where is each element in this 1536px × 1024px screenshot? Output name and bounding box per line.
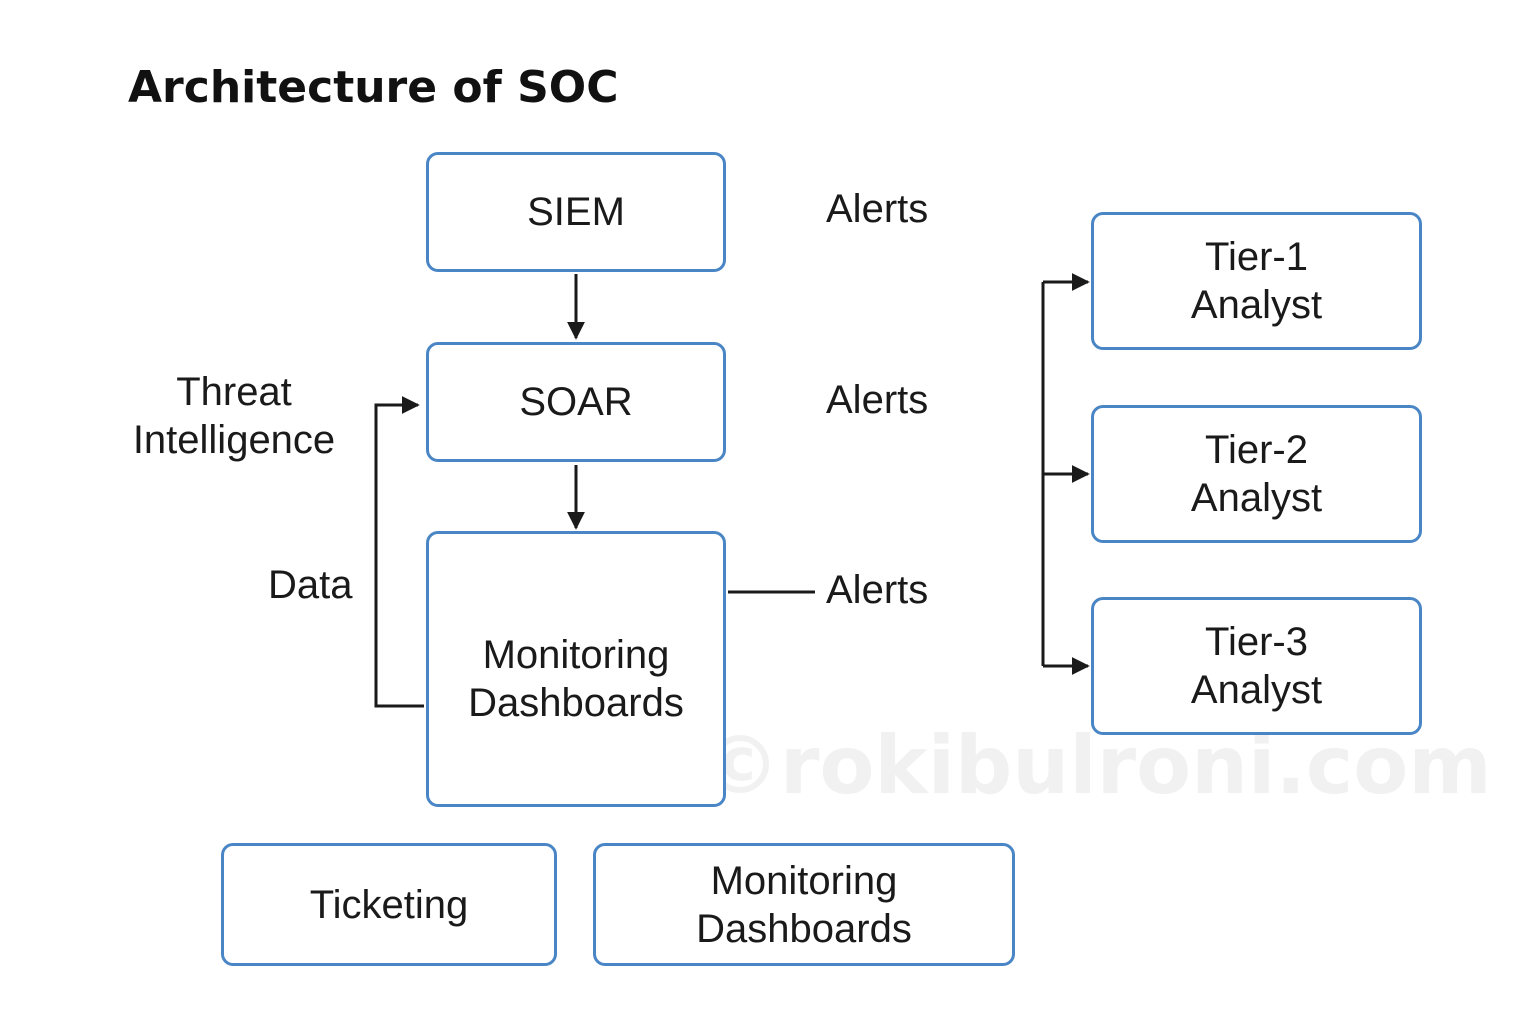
threat-intelligence-label: Threat Intelligence <box>132 370 336 462</box>
tier1-analyst-label: Tier-1 Analyst <box>1190 235 1323 327</box>
tier3-analyst-label: Tier-3 Analyst <box>1190 620 1323 712</box>
page-title: Architecture of SOC <box>128 62 619 113</box>
tier3-analyst-node: Tier-3 Analyst <box>1091 597 1422 735</box>
monitoring-dashboards-bottom-node: Monitoring Dashboards <box>593 843 1015 966</box>
monitoring-dashboards-bottom-label: Monitoring Dashboards <box>696 858 912 951</box>
siem-node: SIEM <box>426 152 726 272</box>
arrow-data-feedback <box>374 396 424 708</box>
alerts-label-monitoring: Alerts <box>826 568 929 612</box>
tier1-analyst-node: Tier-1 Analyst <box>1091 212 1422 350</box>
monitoring-dashboards-label: Monitoring Dashboards <box>468 633 684 725</box>
tier2-analyst-node: Tier-2 Analyst <box>1091 405 1422 543</box>
alerts-label-siem: Alerts <box>826 187 929 231</box>
alerts-label-soar: Alerts <box>826 378 929 422</box>
siem-label: SIEM <box>527 190 625 234</box>
soar-label: SOAR <box>519 380 633 424</box>
tier2-analyst-label: Tier-2 Analyst <box>1190 428 1323 520</box>
monitoring-dashboards-node: Monitoring Dashboards <box>426 531 726 807</box>
data-label: Data <box>268 563 353 607</box>
soar-node: SOAR <box>426 342 726 462</box>
ticketing-node: Ticketing <box>221 843 557 966</box>
ticketing-label: Ticketing <box>309 882 469 927</box>
